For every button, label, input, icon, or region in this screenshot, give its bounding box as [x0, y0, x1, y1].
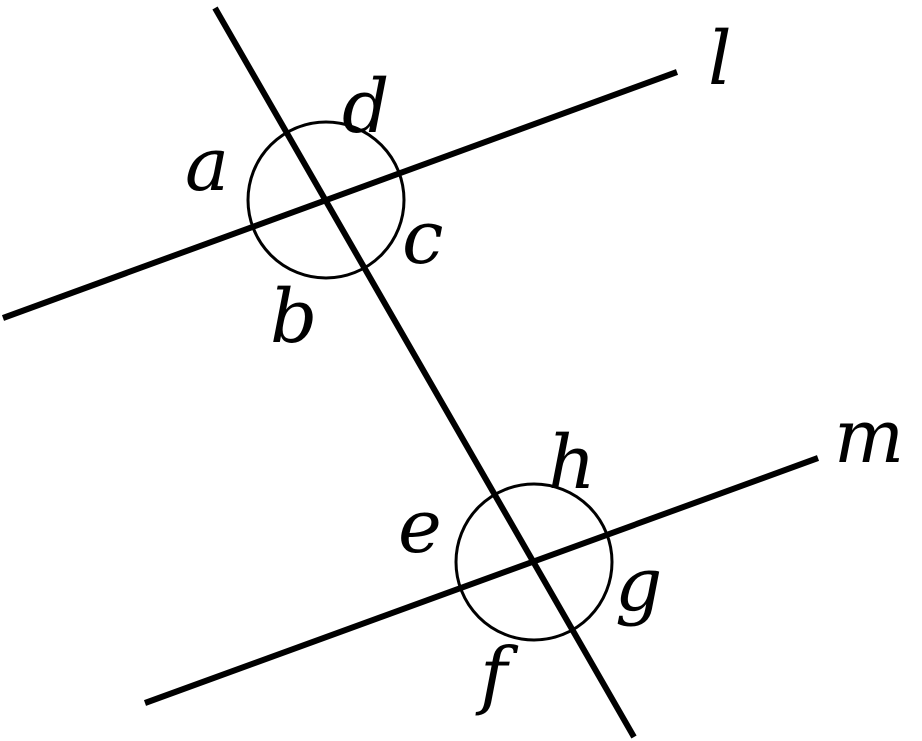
- line-m: [143, 455, 820, 706]
- angle-circle-m: [454, 482, 614, 642]
- angle-h-label: h: [548, 420, 596, 506]
- angle-g-label: g: [615, 542, 662, 628]
- transversal-line: [212, 6, 637, 739]
- angle-e-label: e: [398, 484, 442, 570]
- angle-f-label: f: [475, 632, 519, 718]
- line-m-label: m: [834, 394, 904, 480]
- angle-circle-l: [246, 120, 406, 280]
- angle-c-label: c: [402, 195, 443, 281]
- line-l-label: l: [708, 16, 732, 102]
- angle-b-label: b: [270, 274, 317, 360]
- angle-d-label: d: [342, 64, 389, 150]
- angle-a-label: a: [185, 122, 229, 208]
- line-l: [1, 69, 679, 321]
